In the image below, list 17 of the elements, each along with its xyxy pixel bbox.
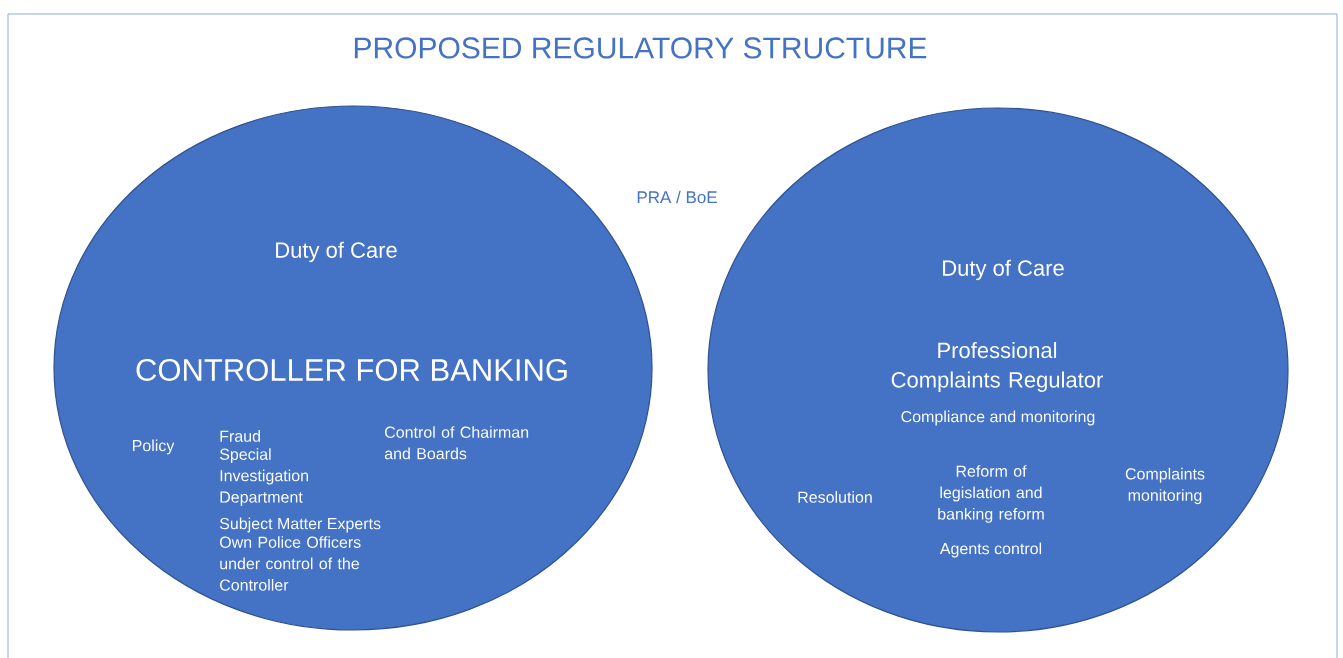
heading: CONTROLLER FOR BANKING <box>136 359 567 381</box>
item-text: Complaints monitoring <box>1125 467 1205 505</box>
title: PROPOSED REGULATORY STRUCTURE <box>354 37 927 59</box>
item-text: Own Police Officers under control of the Controller <box>219 536 361 591</box>
item-text: Resolution <box>798 491 872 503</box>
heading: Professional Complaints Regulator <box>891 341 1103 392</box>
heading: Duty of Care <box>276 241 397 263</box>
item-text: Control of Chairman and Boards <box>384 426 529 460</box>
item-text: Special Investigation Department <box>219 448 308 506</box>
label: PRA / BoE <box>637 190 717 204</box>
heading: Duty of Care <box>943 259 1064 281</box>
item-text: Agents control <box>939 542 1042 558</box>
item-text: Subject Matter Experts <box>219 517 381 533</box>
item-text: Fraud <box>220 430 260 442</box>
item-text: Compliance and monitoring <box>901 410 1095 426</box>
item-text: Policy <box>133 439 175 455</box>
item-text: Reform of legislation and banking reform <box>938 465 1044 523</box>
